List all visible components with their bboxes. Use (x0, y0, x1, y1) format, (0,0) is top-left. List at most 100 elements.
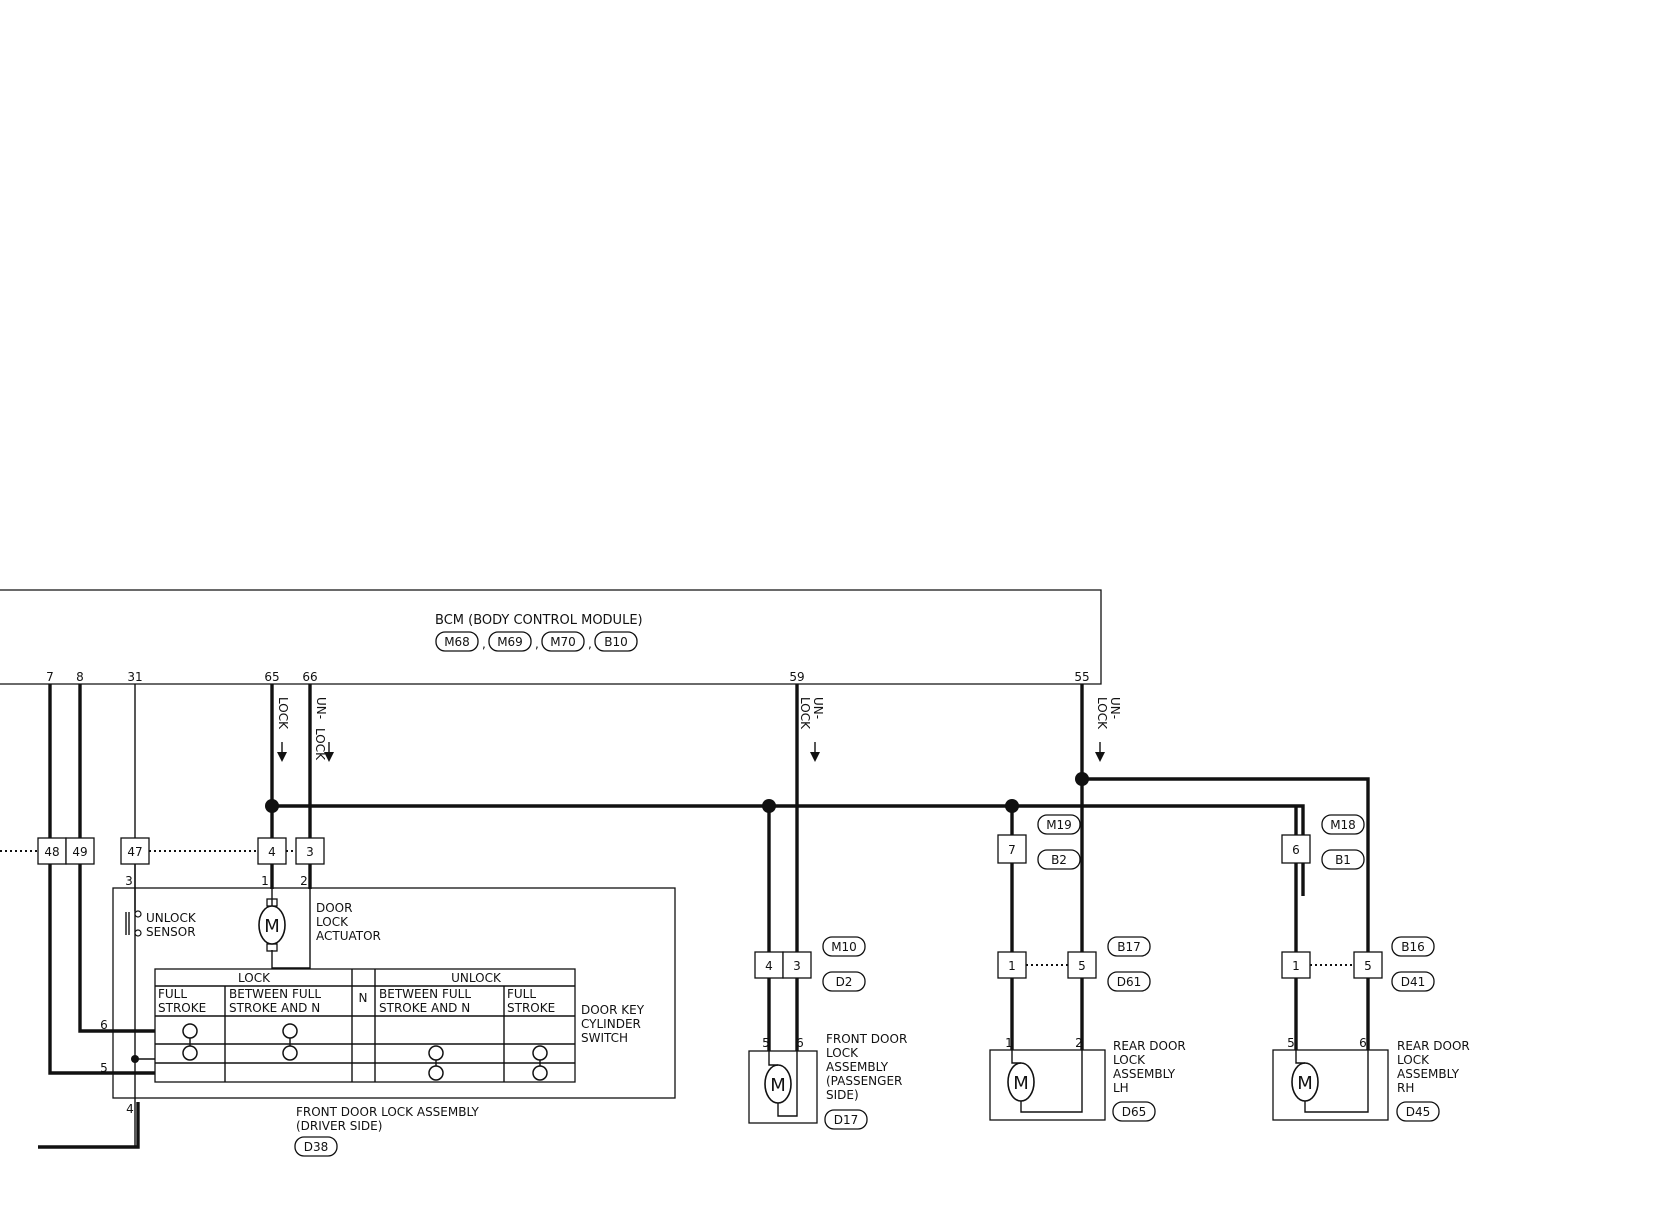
pin-label: 2 (300, 874, 308, 888)
terminal-label: 4 (765, 959, 773, 973)
connector-pill (1107, 936, 1151, 957)
bcm-connector-pill (488, 631, 532, 652)
terminal-label: 48 (44, 845, 59, 859)
connector-pill (822, 936, 866, 957)
bcm-pin-59: 59 (789, 670, 804, 684)
connector-label: D38 (304, 1140, 329, 1154)
table-header-n: N (359, 991, 368, 1005)
connector-label: D61 (1117, 975, 1142, 989)
key-switch-label: SWITCH (581, 1031, 628, 1045)
table-subheader: STROKE (507, 1001, 555, 1015)
wire-lock-bus (272, 804, 1305, 896)
bcm-module: BCM (BODY CONTROL MODULE) M68 , M69 , M7… (0, 589, 1102, 685)
terminal-label: 1 (1008, 959, 1016, 973)
pin-label: 1 (1005, 1036, 1013, 1050)
pin-label: 6 (100, 1018, 108, 1032)
signal-unlock-label: UN- (811, 697, 825, 719)
connector-label: D17 (834, 1113, 859, 1127)
svg-text:M: M (264, 916, 280, 937)
assembly-title: LOCK (826, 1046, 859, 1060)
assembly-title: REAR DOOR (1113, 1039, 1186, 1053)
wire-pin8 (78, 684, 155, 1033)
connector-pill (1391, 936, 1435, 957)
separator-comma: , (535, 637, 539, 651)
terminal-label: 47 (127, 845, 142, 859)
terminal-box (295, 837, 325, 865)
bcm-pin-8: 8 (76, 670, 84, 684)
pin-label: 5 (100, 1061, 108, 1075)
splice-dot (1075, 772, 1089, 786)
assembly-frame (112, 887, 676, 1099)
bcm-connector-label: M69 (497, 635, 523, 649)
driver-door-lock-assembly: 3 1 2 6 5 4 UNLOCK SENSOR M DOOR LOCK AC… (100, 864, 676, 1157)
table-subheader: BETWEEN FULL (229, 987, 321, 1001)
pin-label: 3 (125, 874, 133, 888)
rear-rh-door-lock-assembly: 6 M18 B1 1 5 B16 D41 5 6 M REAR DOOR LOC… (1272, 814, 1470, 1122)
wire-ground (38, 1102, 140, 1149)
terminal-box (1281, 951, 1311, 979)
assembly-title: ASSEMBLY (1397, 1067, 1460, 1081)
motor-icon: M (1291, 1050, 1319, 1102)
signal-labels: LOCK UN- LOCK UN- LOCK UN- LOCK (276, 697, 1122, 762)
splice-dot (265, 799, 279, 813)
terminal-box (1281, 834, 1311, 864)
assembly-title: ASSEMBLY (826, 1060, 889, 1074)
terminal-box (997, 951, 1027, 979)
assembly-title: ASSEMBLY (1113, 1067, 1176, 1081)
terminal-label: 3 (306, 845, 314, 859)
svg-text:M: M (770, 1075, 786, 1096)
terminal-label: 5 (1078, 959, 1086, 973)
table-header-unlock: UNLOCK (451, 971, 502, 985)
bcm-connector-pill (594, 631, 638, 652)
pin-label: 1 (261, 874, 269, 888)
connector-label: M19 (1046, 818, 1072, 832)
terminal-box (120, 837, 150, 865)
bcm-connector-label: B10 (604, 635, 628, 649)
terminal-label: 6 (1292, 843, 1300, 857)
signal-arrow-icon (324, 752, 334, 762)
pin-label: 4 (126, 1102, 134, 1116)
signal-unlock-label: UN- (1108, 697, 1122, 719)
motor-lead (1304, 1050, 1369, 1113)
table-subheader: STROKE AND N (379, 1001, 470, 1015)
rear-lh-door-lock-assembly: 7 M19 B2 1 5 B17 D61 1 2 M REAR DOOR LOC… (989, 814, 1186, 1122)
terminal-box (782, 951, 812, 979)
key-switch-label: CYLINDER (581, 1017, 641, 1031)
connector-pill (822, 971, 866, 992)
table-subheader: FULL (507, 987, 536, 1001)
terminal-box (1067, 951, 1097, 979)
unlock-sensor-label: UNLOCK (146, 911, 197, 925)
connector-pill (1321, 849, 1365, 870)
splice-dot (1005, 799, 1019, 813)
terminal-box (257, 837, 287, 865)
pin-label: 2 (1075, 1036, 1083, 1050)
switch-contact-icons (182, 1023, 548, 1081)
assembly-title: SIDE) (826, 1088, 859, 1102)
motor-lead (1020, 1050, 1083, 1113)
table-subheader: STROKE AND N (229, 1001, 320, 1015)
connector-pill (1396, 1101, 1440, 1122)
assembly-title: LOCK (1113, 1053, 1146, 1067)
bcm-connector-label: M70 (550, 635, 576, 649)
connector-label: M10 (831, 940, 857, 954)
connector-label: B16 (1401, 940, 1425, 954)
terminal-box (1353, 951, 1383, 979)
terminal-box (37, 837, 67, 865)
pin-label: 5 (1287, 1036, 1295, 1050)
assembly-title: RH (1397, 1081, 1414, 1095)
terminal-label: 5 (1364, 959, 1372, 973)
bcm-title: BCM (BODY CONTROL MODULE) (435, 613, 643, 628)
terminal-label: 49 (72, 845, 87, 859)
signal-unlock-label: UN- (314, 697, 328, 719)
assembly-title: FRONT DOOR LOCK ASSEMBLY (296, 1105, 480, 1119)
assembly-title: LH (1113, 1081, 1129, 1095)
passenger-door-lock-assembly: 4 3 M10 D2 5 6 M FRONT DOOR LOCK ASSEMBL… (748, 936, 907, 1130)
assembly-title: (DRIVER SIDE) (296, 1119, 382, 1133)
unlock-sensor-label: SENSOR (146, 925, 196, 939)
pin-label: 6 (1359, 1036, 1367, 1050)
connector-pill (1321, 814, 1365, 835)
bcm-connector-label: M68 (444, 635, 470, 649)
table-subheader: FULL (158, 987, 187, 1001)
bcm-connector-pill (541, 631, 585, 652)
